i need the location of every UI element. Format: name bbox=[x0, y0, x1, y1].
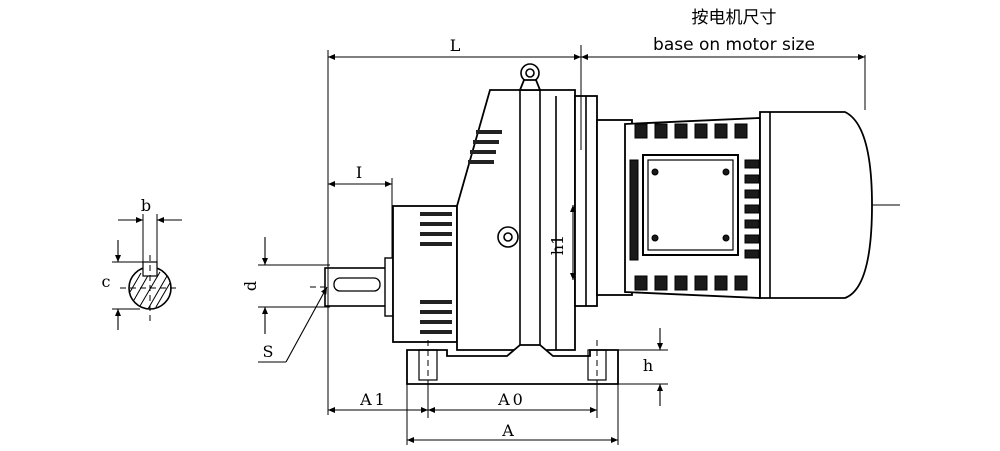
motor bbox=[596, 111, 873, 299]
dim-d: d bbox=[241, 237, 330, 334]
dim-label-h1: h1 bbox=[548, 235, 567, 255]
dim-I: I bbox=[328, 163, 393, 258]
dim-L: L bbox=[327, 36, 866, 415]
dim-h1: h1 bbox=[548, 205, 576, 280]
terminal-box bbox=[642, 154, 739, 256]
dim-label-A: A bbox=[501, 421, 514, 440]
dim-label-I: I bbox=[356, 163, 362, 182]
dim-h: h bbox=[618, 328, 668, 406]
header-title-en: base on motor size bbox=[653, 35, 815, 55]
dim-label-d: d bbox=[241, 281, 260, 291]
shaft-cross-section: b c bbox=[102, 196, 182, 330]
dim-label-S: S bbox=[263, 342, 274, 361]
gearbox-body bbox=[392, 63, 619, 390]
dim-label-b: b bbox=[141, 196, 151, 215]
dim-label-A0: A0 bbox=[497, 390, 526, 409]
dim-label-L: L bbox=[450, 36, 461, 55]
dim-label-A1: A1 bbox=[359, 390, 388, 409]
dim-label-c: c bbox=[102, 272, 111, 291]
dim-label-h: h bbox=[643, 356, 653, 375]
dim-S: S bbox=[258, 286, 328, 363]
dim-A-group: A1 A0 A bbox=[328, 384, 619, 445]
header-title-cn: 按电机尺寸 bbox=[692, 8, 777, 28]
output-shaft bbox=[324, 257, 394, 317]
